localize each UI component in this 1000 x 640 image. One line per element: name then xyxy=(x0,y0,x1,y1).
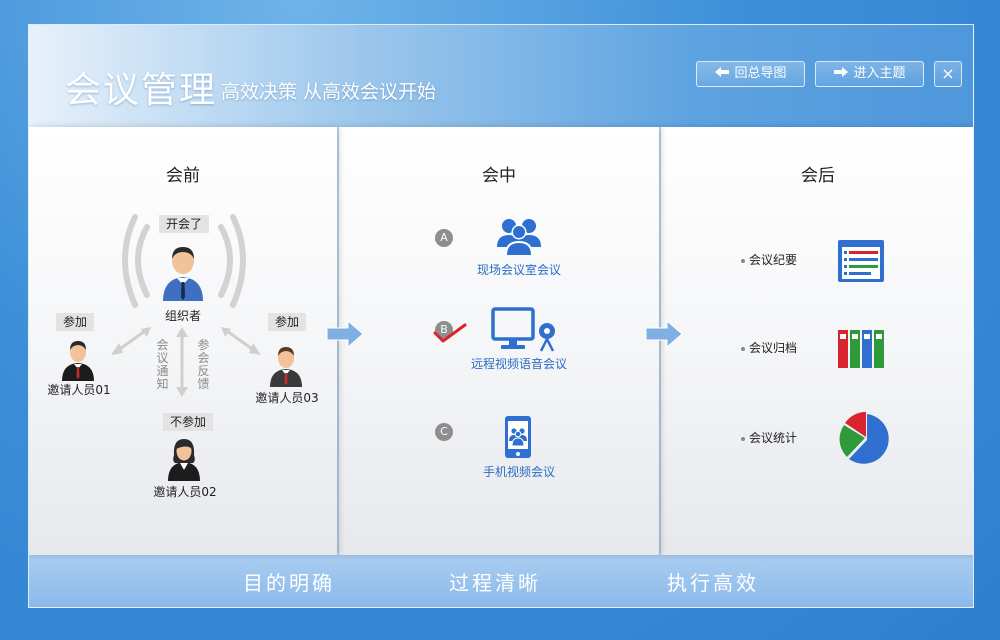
invitee2-avatar-icon xyxy=(168,439,200,481)
badge-c: C xyxy=(435,423,453,441)
people-group-icon[interactable] xyxy=(495,215,543,255)
before-meeting-panel: 会前 开会了 组织者 xyxy=(29,127,337,555)
meeting-archive-item[interactable]: 会议归档 xyxy=(741,339,797,356)
arrow-left-icon xyxy=(715,67,730,77)
flow-arrow-2-icon xyxy=(645,320,683,348)
video-conference-icon[interactable] xyxy=(491,307,561,355)
meeting-minutes-item[interactable]: 会议纪要 xyxy=(741,251,797,268)
back-button-label: 回总导图 xyxy=(734,66,787,81)
close-button[interactable]: × xyxy=(934,61,962,87)
organizer-label: 组织者 xyxy=(164,309,201,323)
feedback-text: 参会反馈 xyxy=(197,338,210,391)
bullet-dot xyxy=(741,346,745,351)
bullet-dot xyxy=(741,258,745,263)
invitee1-avatar-icon xyxy=(62,341,94,381)
enter-button-label: 进入主题 xyxy=(853,66,906,81)
after-meeting-panel: 会后 会议纪要 会议归档 xyxy=(661,127,973,555)
invitee3-label: 邀请人员03 xyxy=(255,391,319,405)
archive-binders-icon[interactable] xyxy=(837,329,887,369)
broadcast-waves-icon xyxy=(122,214,246,308)
back-to-overview-button[interactable]: 回总导图 xyxy=(696,61,805,87)
invitee1-tag: 参加 xyxy=(56,313,95,331)
arrow-right-icon xyxy=(834,67,849,77)
page-title: 会议管理 xyxy=(65,70,218,111)
minutes-document-icon[interactable] xyxy=(837,239,885,283)
footer-slogan-bar: 目的明确 过程清晰 执行高效 xyxy=(29,555,973,607)
slogan-clear-process: 过程清晰 xyxy=(449,571,541,595)
close-icon: × xyxy=(941,64,955,83)
invitee3-avatar-icon xyxy=(270,347,302,387)
onsite-meeting-label[interactable]: 现场会议室会议 xyxy=(476,263,561,277)
meeting-management-window: 会议管理 高效决策 从高效会议开始 回总导图 进入主题 × 会前 xyxy=(28,24,974,608)
organizer-avatar-icon xyxy=(163,247,203,301)
bullet-dot xyxy=(741,436,745,441)
checkmark-icon xyxy=(433,323,467,343)
mobile-video-icon[interactable] xyxy=(503,415,533,459)
invitee3-tag: 参加 xyxy=(268,313,307,331)
badge-a: A xyxy=(435,229,453,247)
during-meeting-panel: 会中 A 现场会议室会议 B 远程视频语音会议 xyxy=(339,127,659,555)
invitee2-tag: 不参加 xyxy=(163,413,214,431)
meeting-statistics-item[interactable]: 会议统计 xyxy=(741,429,797,446)
invitee2-label: 邀请人员02 xyxy=(153,485,217,499)
connection-arrows-icon xyxy=(111,327,261,397)
slogan-efficient-execution: 执行高效 xyxy=(667,571,759,595)
mobile-video-meeting-label[interactable]: 手机视频会议 xyxy=(482,465,555,479)
pie-chart-icon[interactable] xyxy=(839,411,893,465)
notify-text: 会议通知 xyxy=(156,338,169,391)
after-meeting-title: 会后 xyxy=(801,166,835,186)
during-meeting-title: 会中 xyxy=(482,166,516,186)
enter-topic-button[interactable]: 进入主题 xyxy=(815,61,924,87)
meeting-minutes-label: 会议纪要 xyxy=(749,253,798,267)
remote-video-meeting-label[interactable]: 远程视频语音会议 xyxy=(470,357,567,371)
before-meeting-title: 会前 xyxy=(166,166,200,186)
slogan-clear-purpose: 目的明确 xyxy=(243,571,335,595)
meeting-statistics-label: 会议统计 xyxy=(749,431,798,445)
meeting-archive-label: 会议归档 xyxy=(749,341,798,355)
badge-b: B xyxy=(435,321,453,339)
organizer-tag: 开会了 xyxy=(159,215,210,233)
invitee1-label: 邀请人员01 xyxy=(47,383,111,397)
header: 会议管理 高效决策 从高效会议开始 回总导图 进入主题 × xyxy=(29,25,973,127)
page-subtitle: 高效决策 从高效会议开始 xyxy=(221,81,437,103)
flow-arrow-1-icon xyxy=(326,320,364,348)
